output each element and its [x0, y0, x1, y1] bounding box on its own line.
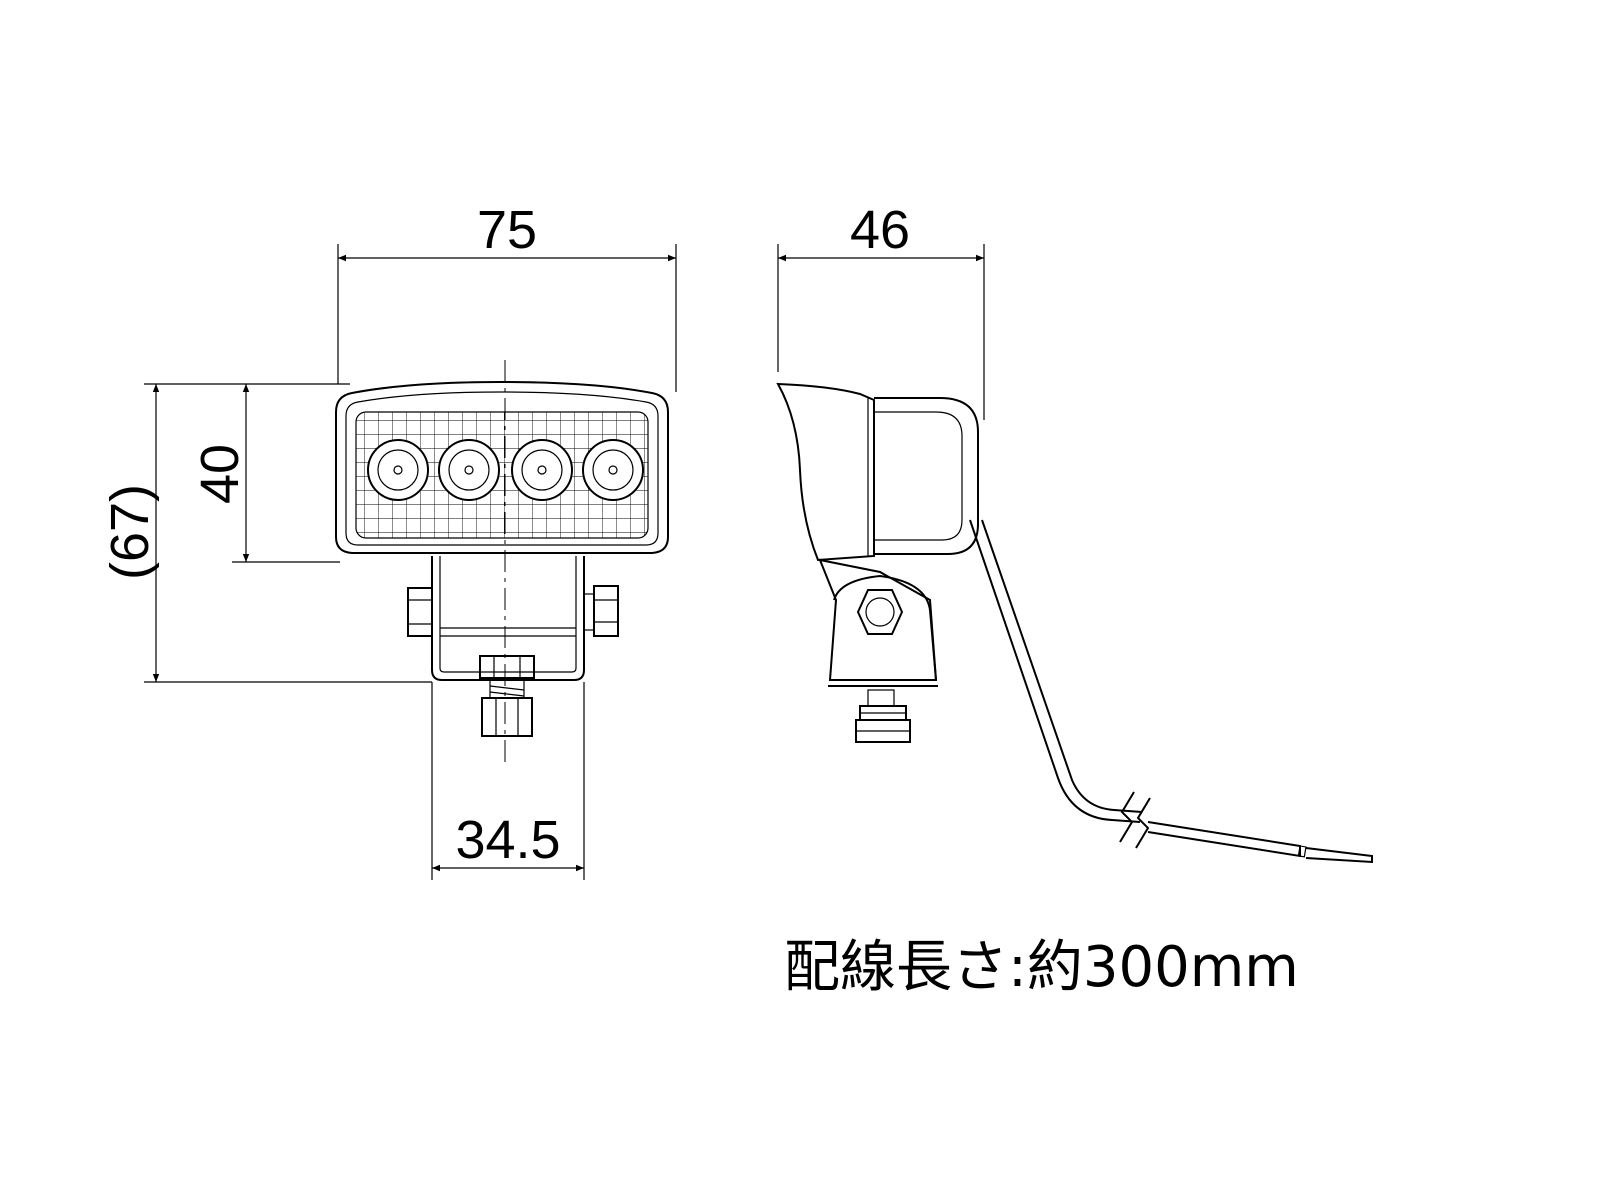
mount-bracket [431, 556, 585, 681]
side-bottom-bolt [855, 689, 911, 743]
front-view [335, 360, 669, 768]
pivot-nut [856, 589, 904, 635]
wiring-length-note: 配線長さ:約300mm [784, 935, 1299, 1000]
dimension-bracket-width: 34.5 [431, 682, 585, 880]
cable-sleeve [1297, 845, 1307, 858]
dimension-total-height-label: (67) [100, 484, 160, 580]
dimension-bracket-width-label: 34.5 [455, 810, 560, 870]
side-view [776, 382, 1373, 864]
led-lens-2 [438, 439, 500, 501]
housing-side [776, 382, 875, 562]
led-lens-1 [367, 439, 429, 501]
pivot-mount [818, 558, 938, 681]
handle-loop [874, 397, 979, 555]
bottom-bolt [479, 655, 535, 737]
cable [969, 519, 1141, 823]
dimension-depth: 46 [777, 200, 985, 420]
cable-break [1135, 797, 1151, 849]
side-nut-right [583, 585, 619, 637]
lens-grid [355, 411, 649, 539]
dimension-width-label: 75 [477, 200, 537, 260]
dimension-depth-label: 46 [850, 200, 910, 260]
dimension-total-height: (67) [100, 383, 432, 683]
dimension-lens-height: 40 [190, 383, 350, 563]
led-lens-3 [511, 439, 573, 501]
dimension-width: 75 [337, 200, 677, 392]
side-nut-left [407, 587, 433, 637]
dimension-lens-height-label: 40 [190, 444, 250, 504]
led-lens-4 [582, 439, 644, 501]
